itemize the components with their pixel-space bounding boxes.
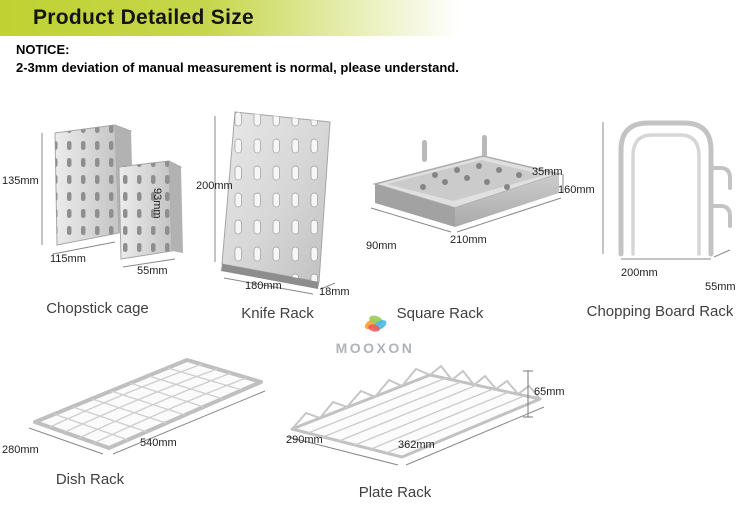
header-bar: Product Detailed Size <box>0 0 460 36</box>
plate-rack-image <box>287 364 545 466</box>
chopping-board-rack-depth-dim: 55mm <box>705 281 736 293</box>
plate-rack-height-dim: 65mm <box>534 386 565 398</box>
product-label-square-rack: Square Rack <box>396 305 484 322</box>
chopstick-cage-width-dim: 115mm <box>50 253 86 265</box>
product-label-dish-rack: Dish Rack <box>55 471 125 488</box>
product-plate-rack: 290mm 362mm 65mm Plate Rack <box>280 355 570 505</box>
chopping-board-rack-height-dim: 160mm <box>558 184 595 196</box>
square-rack-height-dim: 35mm <box>532 166 563 178</box>
chopstick-cage-height-dim: 135mm <box>2 175 39 187</box>
chopstick-cage-depth-dim: 55mm <box>137 265 168 277</box>
brand-logo-icon <box>364 315 387 332</box>
plate-rack-depth-dim: 290mm <box>286 434 323 446</box>
chopstick-cage-inner-height-dim: 93mm <box>151 188 163 219</box>
product-label-chopstick-cage: Chopstick cage <box>46 300 149 317</box>
dish-rack-width-dim: 540mm <box>140 437 177 449</box>
product-knife-rack: 200mm 180mm 18mm Knife Rack <box>195 100 360 325</box>
brand-name: MOOXON <box>335 340 415 356</box>
knife-rack-image <box>214 111 336 295</box>
notice-text: 2-3mm deviation of manual measurement is… <box>16 60 459 75</box>
chopping-board-rack-width-dim: 200mm <box>621 267 658 279</box>
notice-label: NOTICE: <box>16 42 70 57</box>
square-rack-width-dim: 210mm <box>450 234 487 246</box>
chopping-board-rack-image <box>602 120 732 260</box>
square-rack-image <box>370 135 564 233</box>
notice-block: NOTICE: 2-3mm deviation of manual measur… <box>16 42 459 75</box>
product-chopping-board-rack: 160mm 200mm 55mm Chopping Board Rack <box>555 100 750 325</box>
dish-rack-depth-dim: 280mm <box>2 444 39 456</box>
product-chopstick-cage: 135mm 93mm 115mm 55mm Chopstick cage <box>0 100 195 325</box>
product-square-rack: 35mm 90mm 210mm Square Rack <box>360 100 570 325</box>
page-title: Product Detailed Size <box>33 6 255 29</box>
product-label-chopping-board-rack: Chopping Board Rack <box>586 303 734 320</box>
product-label-plate-rack: Plate Rack <box>358 484 432 501</box>
dish-rack-image <box>28 358 266 455</box>
square-rack-depth-dim: 90mm <box>366 240 397 252</box>
product-dish-rack: 280mm 540mm Dish Rack <box>0 340 280 500</box>
knife-rack-height-dim: 200mm <box>196 180 233 192</box>
chopstick-cage-image <box>41 124 183 268</box>
product-label-knife-rack: Knife Rack <box>241 305 314 322</box>
knife-rack-width-dim: 180mm <box>245 280 282 292</box>
plate-rack-width-dim: 362mm <box>398 439 435 451</box>
brand-watermark: MOOXON <box>328 312 422 356</box>
knife-rack-thickness-dim: 18mm <box>319 286 350 298</box>
